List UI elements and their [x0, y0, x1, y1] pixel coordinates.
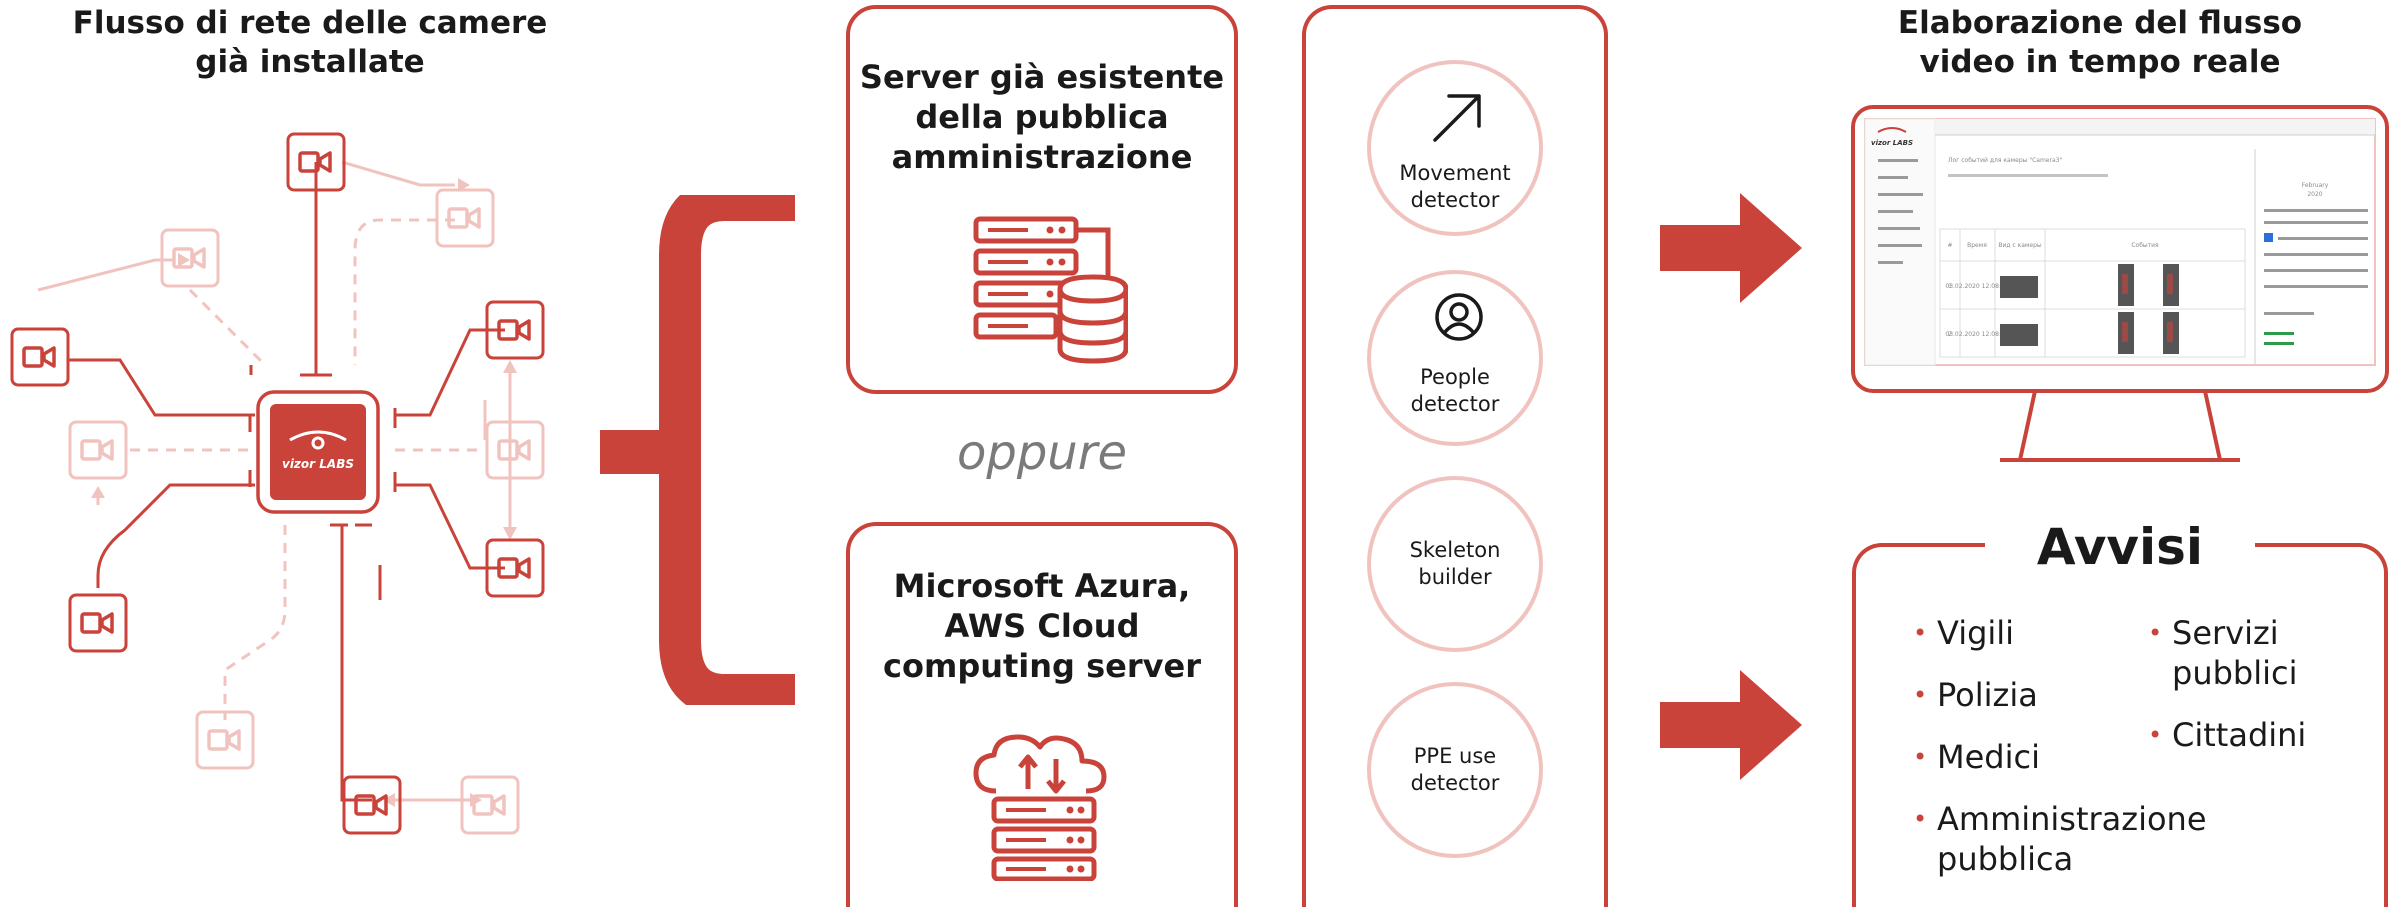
- arrow-to-alerts-icon: [1660, 670, 1802, 780]
- camera-network-title-line1: Flusso di rete delle camere: [72, 5, 548, 41]
- alert-item-polizia: •Polizia: [1913, 676, 2038, 714]
- detectors-panel: Movement detector People detector Skelet…: [1302, 5, 1608, 907]
- cloud-server-title: Microsoft Azura, AWS Cloud computing ser…: [883, 567, 1201, 685]
- alert-item-vigili: •Vigili: [1913, 614, 2015, 652]
- screen-col-camera: Вид с камеры: [1998, 242, 2042, 249]
- bracket-connector: [600, 195, 795, 705]
- skeleton-builder-label1: Skeleton: [1409, 538, 1501, 562]
- screen-col-events: События: [2131, 242, 2159, 249]
- realtime-processing-title-line1: Elaborazione del flusso: [1897, 5, 2303, 41]
- movement-detector-label2: detector: [1410, 188, 1500, 212]
- people-detector-label1: People: [1420, 365, 1490, 389]
- screen-row2-time: 03.02.2020 12:08:11: [1945, 331, 2008, 338]
- skeleton-builder-label2: builder: [1418, 565, 1492, 589]
- screen-heading: Лог событий для камеры "Camera3": [1948, 157, 2062, 164]
- alert-item-medici: •Medici: [1913, 738, 2040, 776]
- people-detector: People detector: [1367, 270, 1543, 446]
- arrow-up-right-icon: [1433, 94, 1481, 142]
- cloud-server-icon: [973, 734, 1107, 881]
- screen-row1-num: 1: [1948, 283, 1952, 290]
- skeleton-builder: Skeleton builder: [1367, 476, 1543, 652]
- realtime-processing-title-line2: video in tempo reale: [1919, 44, 2281, 80]
- movement-detector: Movement detector: [1367, 60, 1543, 236]
- movement-detector-label1: Movement: [1399, 161, 1511, 185]
- screen-row1-time: 03.02.2020 12:08:17: [1945, 283, 2008, 290]
- screen-row2-num: 2: [1948, 331, 1952, 338]
- screen-calendar-year: 2020: [2307, 191, 2322, 198]
- screen-col-time: Время: [1967, 242, 1987, 249]
- ppe-use-detector-label2: detector: [1410, 771, 1500, 795]
- camera-network-title-line2: già installate: [195, 44, 425, 80]
- camera-network-diagram: vizor LABS: [10, 132, 545, 835]
- screen-logo: vizor LABS: [1871, 139, 1913, 147]
- monitor: vizor LABS Лог событий для камеры "Camer…: [1851, 105, 2389, 462]
- oppure-label: oppure: [957, 425, 1127, 481]
- server-database-icon: [973, 216, 1128, 364]
- ppe-use-detector: PPE use detector: [1367, 682, 1543, 858]
- person-icon: [1435, 293, 1483, 341]
- alert-item-cittadini: •Cittadini: [2148, 716, 2307, 754]
- people-detector-label2: detector: [1410, 392, 1500, 416]
- hub-logo: vizor LABS: [282, 457, 354, 471]
- alerts-box: [1852, 543, 2388, 907]
- arrow-to-monitor-icon: [1660, 193, 1802, 303]
- existing-server-box: Server già esistente della pubblica ammi…: [846, 5, 1238, 394]
- ppe-use-detector-label1: PPE use: [1413, 744, 1497, 768]
- cloud-server-box: Microsoft Azura, AWS Cloud computing ser…: [846, 522, 1238, 907]
- realtime-processing-title: Elaborazione del flusso video in tempo r…: [1860, 4, 2340, 82]
- alerts-title: Avvisi: [1985, 517, 2255, 577]
- screen-calendar-month: February: [2302, 182, 2329, 189]
- camera-network-title: Flusso di rete delle camere già installa…: [60, 4, 560, 82]
- screen-col-num: #: [1947, 242, 1952, 249]
- existing-server-title: Server già esistente della pubblica ammi…: [859, 58, 1225, 176]
